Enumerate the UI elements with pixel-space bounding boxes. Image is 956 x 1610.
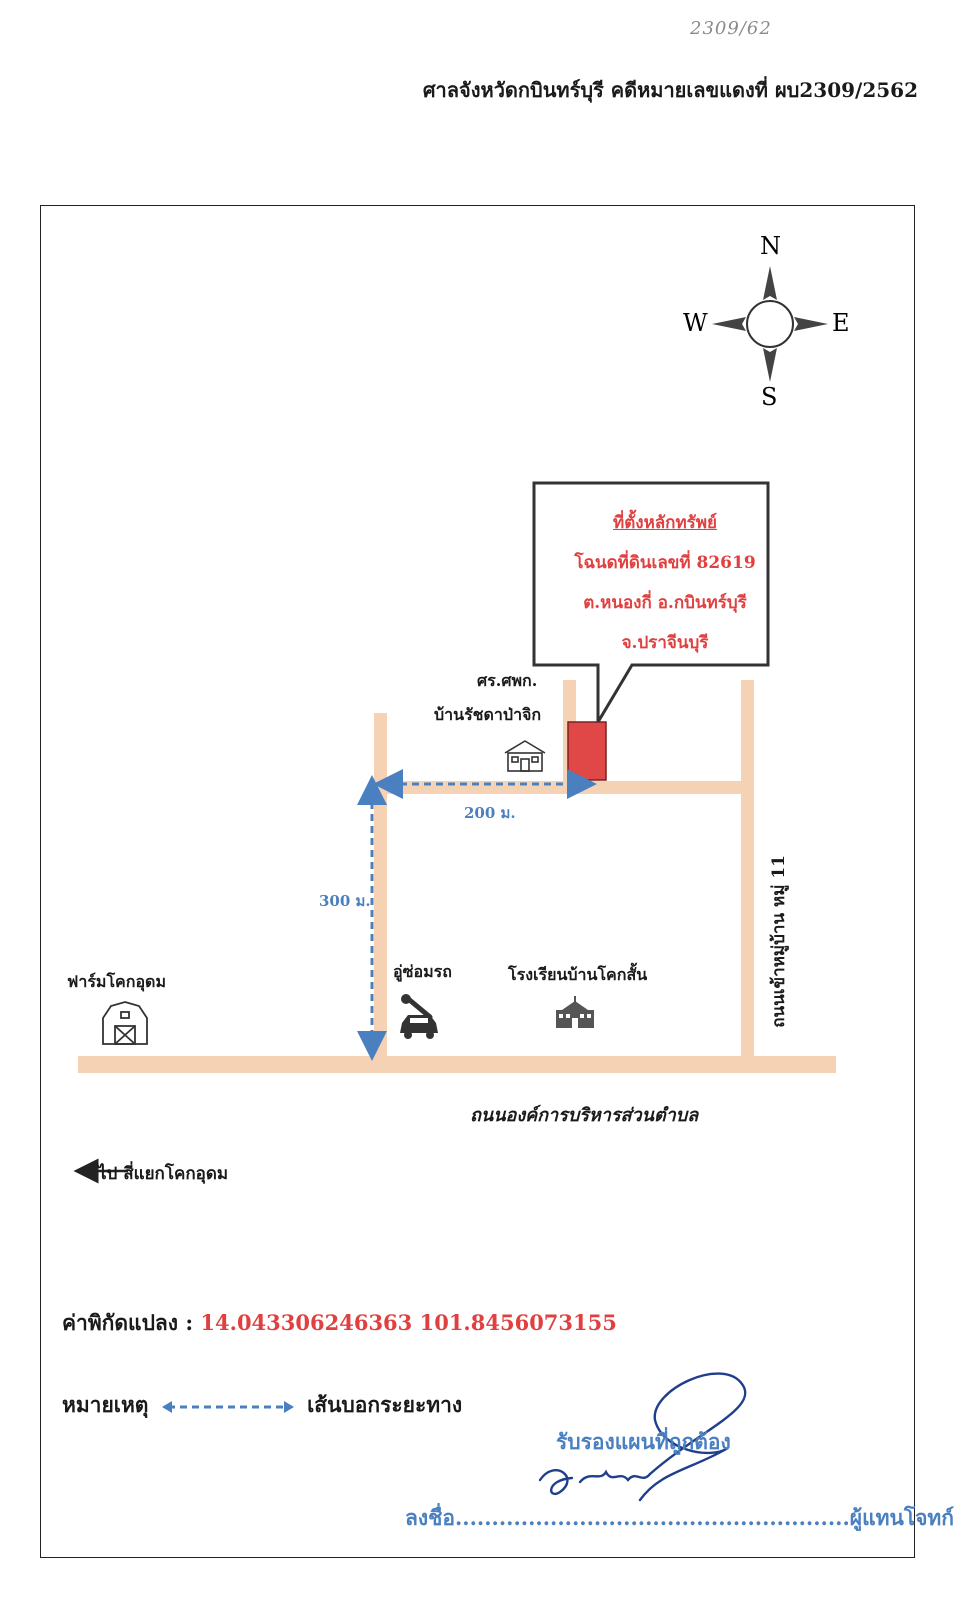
road-main-bottom	[78, 1056, 836, 1073]
callout-deed-number: โฉนดที่ดินเลขที่ 82619	[574, 553, 756, 573]
barn-icon	[102, 1001, 148, 1045]
compass-east-point	[794, 317, 828, 331]
road-left-vertical	[374, 713, 387, 1063]
signature-mark	[538, 1372, 747, 1502]
compass-circle	[746, 300, 794, 348]
school-icon	[556, 996, 594, 1028]
farm-label: ฟาร์มโคกอุดม	[67, 972, 166, 991]
callout-subdistrict: ต.หนองกี่ อ.กบินทร์บุรี	[583, 593, 747, 613]
center-label-line1: ศร.ศพก.	[477, 671, 538, 690]
building-icon	[504, 740, 546, 772]
callout-title: ที่ตั้งหลักทรัพย์	[613, 513, 717, 533]
coordinates-label: ค่าพิกัดแปลง :	[62, 1310, 194, 1335]
school-label: โรงเรียนบ้านโคกสั้น	[508, 965, 648, 984]
coordinates-line: ค่าพิกัดแปลง : 14.043306246363 101.84560…	[62, 1307, 617, 1340]
signature-line: ลงชื่อ..................................…	[405, 1502, 954, 1535]
road-right-vertical	[741, 680, 754, 1063]
legend-description: เส้นบอกระยะทาง	[307, 1392, 463, 1417]
distance-label-300m: 300 ม.	[319, 892, 371, 910]
callout-box	[532, 481, 770, 728]
compass-south-point	[763, 348, 777, 382]
property-callout: ที่ตั้งหลักทรัพย์ โฉนดที่ดินเลขที่ 82619…	[545, 491, 785, 677]
sign-suffix: ผู้แทนโจทก์	[849, 1505, 954, 1530]
coordinates-value: 14.043306246363 101.8456073155	[200, 1310, 617, 1335]
road-label-bottom: ถนนองค์การบริหารส่วนตำบล	[470, 1105, 699, 1126]
legend-label: หมายเหตุ	[62, 1392, 149, 1417]
property-plot	[567, 721, 607, 781]
compass-rose: N S E W	[683, 232, 850, 411]
compass-n-label: N	[760, 232, 781, 260]
sign-dots: ........................................…	[455, 1505, 850, 1530]
direction-note: ไป สี่แยกโคกอุดม	[98, 1164, 229, 1184]
compass-north-point	[763, 266, 777, 300]
compass-e-label: E	[832, 309, 850, 337]
roads	[78, 680, 836, 1073]
car-repair-icon	[400, 994, 438, 1039]
map-frame	[40, 205, 915, 1558]
legend-dashed-arrow-icon	[161, 1400, 294, 1413]
compass-w-label: W	[683, 309, 708, 337]
handwritten-case-note: 2309/62	[690, 18, 772, 39]
callout-province: จ.ปราจีนบุรี	[621, 633, 709, 653]
certification-text: รับรองแผนที่ถูกต้อง	[556, 1429, 731, 1454]
distance-label-200m: 200 ม.	[464, 804, 516, 822]
garage-label: อู่ซ่อมรถ	[393, 962, 452, 981]
sign-prefix: ลงชื่อ	[405, 1505, 455, 1530]
road-label-right: ถนนเข้าหมู่บ้าน หมู่ 11	[769, 855, 789, 1028]
compass-s-label: S	[761, 383, 777, 411]
compass-west-point	[712, 317, 746, 331]
court-case-header: ศาลจังหวัดกบินทร์บุรี คดีหมายเลขแดงที่ ผ…	[422, 78, 918, 102]
center-label-line2: บ้านรัชดาป่าจิก	[434, 705, 542, 724]
legend: หมายเหตุ เส้นบอกระยะทาง	[62, 1389, 462, 1422]
